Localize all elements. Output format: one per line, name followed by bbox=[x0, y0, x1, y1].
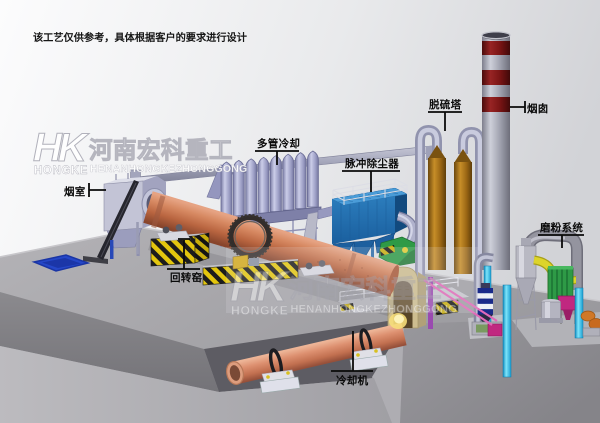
svg-text:多管冷却: 多管冷却 bbox=[257, 137, 300, 150]
cooling-machine bbox=[226, 313, 407, 394]
smoke-chamber bbox=[97, 173, 168, 260]
blue-pit bbox=[31, 254, 91, 272]
caption: 该工艺仅供参考，具体根据客户的要求进行设计 bbox=[33, 31, 247, 44]
watermark-center bbox=[226, 247, 478, 319]
magenta-hopper bbox=[557, 295, 579, 324]
kiln-support-2 bbox=[299, 260, 335, 277]
collector-railing bbox=[332, 178, 409, 205]
chute-trench bbox=[83, 256, 108, 264]
label-pulse-dust-collector: 脉冲除尘器 bbox=[342, 157, 400, 192]
svg-text:回转窑: 回转窑 bbox=[170, 271, 203, 284]
cooler-tubes bbox=[220, 150, 319, 219]
platform-front-face bbox=[0, 292, 219, 392]
girth-gear bbox=[227, 213, 273, 270]
chimney bbox=[473, 31, 511, 322]
svg-text:脱硫塔: 脱硫塔 bbox=[429, 98, 462, 111]
label-cooling-machine: 冷却机 bbox=[331, 331, 373, 387]
svg-text:冷却机: 冷却机 bbox=[336, 374, 369, 387]
multi-tube-cooler bbox=[206, 150, 335, 267]
cyan-pipe bbox=[502, 284, 512, 378]
chimney-red-band bbox=[482, 70, 510, 85]
chimney-base-equipment bbox=[428, 265, 512, 378]
mill-cylinder bbox=[539, 299, 563, 323]
orange-units bbox=[580, 310, 600, 337]
svg-text:磨粉系统: 磨粉系统 bbox=[539, 221, 583, 234]
exhaust-fan bbox=[378, 236, 422, 267]
cooler-stand-1 bbox=[259, 369, 301, 394]
label-desulfurization-tower: 脱硫塔 bbox=[428, 98, 462, 131]
label-grinding-system: 磨粉系统 bbox=[538, 221, 584, 248]
label-chimney: 烟囱 bbox=[510, 101, 549, 115]
tower-1 bbox=[428, 145, 446, 270]
label-multi-tube-cooler: 多管冷却 bbox=[255, 137, 300, 165]
tower-2 bbox=[454, 149, 472, 274]
svg-text:烟囱: 烟囱 bbox=[527, 102, 549, 115]
svg-text:脉冲除尘器: 脉冲除尘器 bbox=[344, 157, 399, 170]
ground bbox=[0, 227, 600, 423]
grinding-system bbox=[515, 228, 600, 339]
chimney-red-band bbox=[482, 97, 510, 112]
label-rotary-kiln: 回转窑 bbox=[167, 238, 203, 284]
cyclone bbox=[515, 238, 537, 305]
mill bbox=[547, 266, 574, 301]
smoke-chamber-top bbox=[104, 176, 157, 184]
desulfurization-towers bbox=[415, 124, 485, 316]
svg-text:烟室: 烟室 bbox=[64, 185, 86, 198]
chimney-red-band bbox=[482, 41, 510, 55]
cooler-stand-2 bbox=[349, 347, 389, 372]
foreground-slab bbox=[0, 346, 392, 423]
cyan-pipe bbox=[574, 287, 584, 339]
label-smoke-chamber: 烟室 bbox=[64, 183, 106, 198]
magenta-box bbox=[487, 323, 503, 337]
